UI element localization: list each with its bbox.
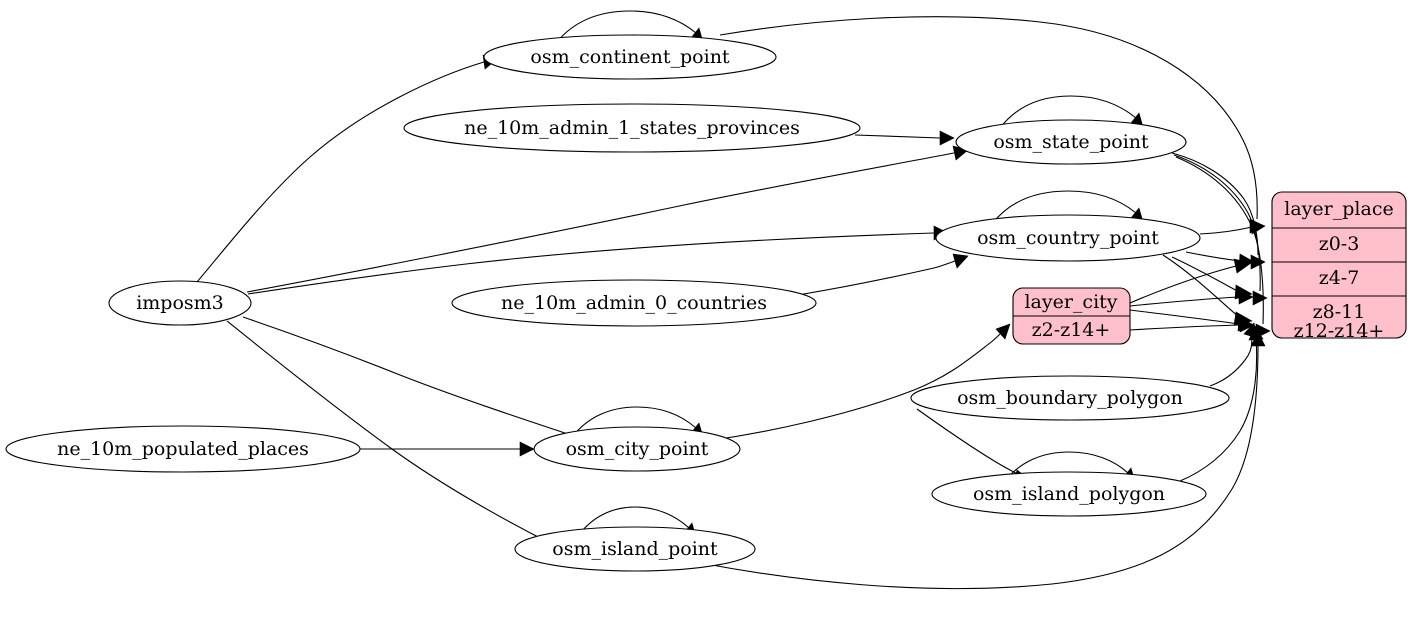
node-osm_boundary_polygon[interactable]: osm_boundary_polygon: [910, 375, 1230, 421]
node-ne_10m_populated_places-label: ne_10m_populated_places: [57, 438, 309, 460]
node-imposm3-label: imposm3: [136, 292, 224, 314]
node-layer_city[interactable]: layer_city z2-z14+: [1012, 287, 1131, 345]
node-osm_island_polygon-label: osm_island_polygon: [973, 483, 1165, 505]
node-imposm3[interactable]: imposm3: [108, 280, 252, 326]
node-osm_island_point[interactable]: osm_island_point: [514, 526, 756, 572]
node-layer_place-row-z8-11[interactable]: z8-11: [1313, 301, 1366, 323]
edge-imposm3-to-osm_continent_point: [196, 54, 498, 283]
edge-osm_boundary_polygon-to-layer_place-z12-z14: [1209, 322, 1258, 387]
edge-layer_city-to-layer_place-z4-7: [1129, 258, 1252, 304]
edge-imposm3-to-osm_city_point: [242, 316, 595, 446]
node-layer_place[interactable]: layer_place z0-3 z4-7 z8-11 z12-z14+: [1271, 191, 1407, 342]
edge-layer_city-z2-to-layer_place-z12-z14: [1129, 317, 1255, 333]
edge-ne_10m_admin_1_states_provinces-to-osm_state_point: [854, 130, 955, 146]
node-osm_country_point[interactable]: osm_country_point: [935, 214, 1201, 262]
node-osm_city_point[interactable]: osm_city_point: [533, 426, 741, 472]
edge-layer_city-to-layer_place-z8-11: [1129, 289, 1254, 307]
edge-ne_10m_admin_0_countries-to-osm_country_point: [797, 253, 969, 296]
node-ne_10m_admin_1_states_provinces[interactable]: ne_10m_admin_1_states_provinces: [403, 103, 861, 153]
node-ne_10m_populated_places[interactable]: ne_10m_populated_places: [5, 425, 361, 473]
edge-ne_10m_populated_places-to-osm_city_point: [360, 441, 535, 457]
node-layer_place-row-z4-7[interactable]: z4-7: [1319, 267, 1360, 289]
node-layer_city-row-z2-z14[interactable]: z2-z14+: [1032, 319, 1111, 341]
node-layer: imposm3 osm_continent_point ne_10m_admin…: [5, 34, 1407, 572]
edge-osm_island_point-to-layer_place-z12-z14: [700, 331, 1266, 590]
node-ne_10m_admin_0_countries[interactable]: ne_10m_admin_0_countries: [451, 279, 817, 327]
node-layer_place-row-z12-z14[interactable]: z12-z14+: [1294, 320, 1385, 342]
node-osm_city_point-label: osm_city_point: [566, 438, 709, 460]
edge-osm_state_point-to-layer_place-z8-11: [1173, 154, 1268, 306]
edge-osm_city_point-to-layer_city: [713, 323, 1011, 441]
node-osm_continent_point[interactable]: osm_continent_point: [483, 34, 777, 80]
node-layer_place-row-title: layer_place: [1284, 198, 1393, 220]
node-ne_10m_admin_1_states_provinces-label: ne_10m_admin_1_states_provinces: [464, 117, 800, 139]
node-layer_place-row-z0-3[interactable]: z0-3: [1319, 233, 1360, 255]
edge-imposm3-to-osm_state_point: [246, 145, 969, 293]
edge-osm_state_point-to-layer_place-z4-7: [1171, 152, 1266, 270]
node-osm_island_polygon[interactable]: osm_island_polygon: [931, 471, 1207, 517]
node-osm_state_point[interactable]: osm_state_point: [955, 119, 1187, 165]
node-osm_continent_point-label: osm_continent_point: [530, 46, 730, 68]
node-osm_state_point-label: osm_state_point: [993, 131, 1149, 153]
node-layer_city-row-title: layer_city: [1024, 291, 1117, 313]
node-osm_boundary_polygon-label: osm_boundary_polygon: [957, 387, 1183, 409]
node-osm_country_point-label: osm_country_point: [977, 227, 1159, 249]
node-ne_10m_admin_0_countries-label: ne_10m_admin_0_countries: [501, 292, 767, 314]
node-osm_island_point-label: osm_island_point: [552, 538, 718, 560]
edge-osm_country_point-to-layer_place-z0-3: [1199, 219, 1266, 235]
